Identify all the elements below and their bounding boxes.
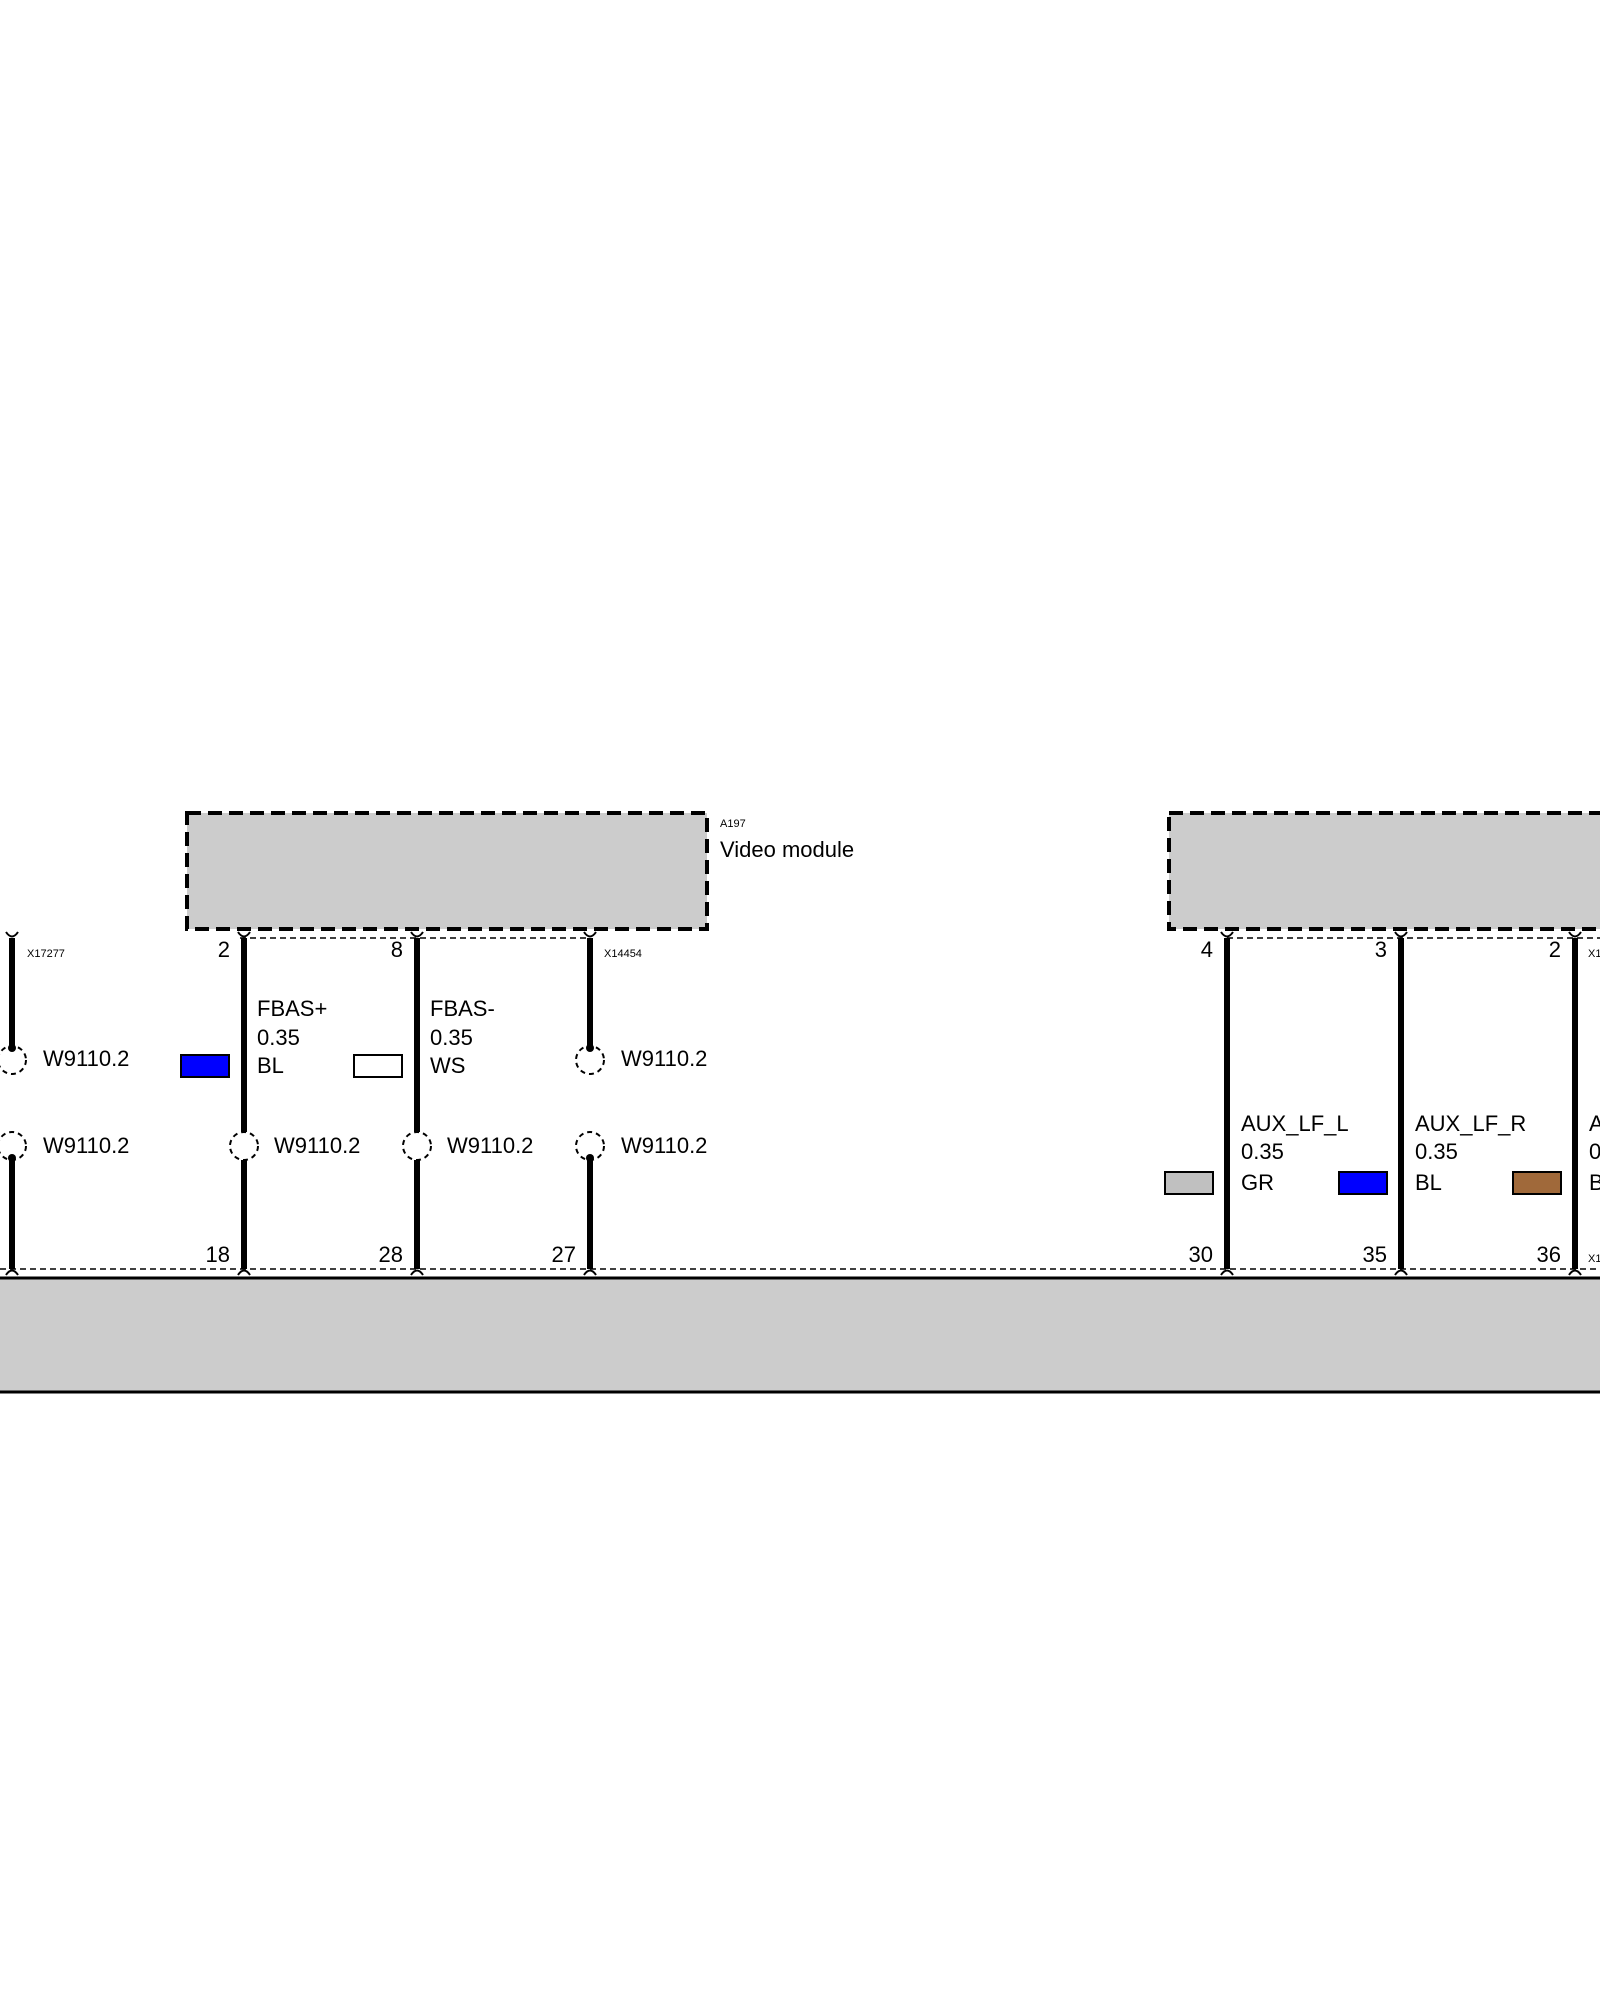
wire-color-code: BL — [1415, 1170, 1442, 1195]
top-pin-label: 2 — [1549, 937, 1561, 962]
wire-color-swatch — [1164, 1171, 1214, 1195]
pin-terminal — [583, 931, 597, 938]
pin-terminal — [583, 1269, 597, 1276]
wire-signal-label: AUX_LF_R — [1415, 1111, 1526, 1136]
wire-color-code: B — [1589, 1170, 1600, 1195]
bottom-pin-label: 28 — [379, 1242, 403, 1267]
video-module-name: Video module — [720, 837, 854, 862]
top-pin-label: 2 — [218, 937, 230, 962]
wire-cross-section: 0.35 — [257, 1025, 300, 1050]
pin-terminal — [410, 1269, 424, 1276]
top-pin-label: 8 — [391, 937, 403, 962]
wire-signal-label: FBAS+ — [257, 996, 327, 1021]
wire-color-code: BL — [257, 1053, 284, 1078]
pin-terminal — [1220, 931, 1234, 938]
splice-label: W9110.2 — [447, 1133, 533, 1158]
connector-left-label: X17277 — [27, 948, 65, 960]
pin-terminal — [5, 1269, 19, 1276]
wire-color-swatch — [353, 1054, 403, 1078]
pin-terminal — [5, 931, 19, 938]
splice-label: W9110.2 — [621, 1046, 707, 1071]
wire-cross-section: 0.35 — [1241, 1139, 1284, 1164]
bottom-pin-label: 35 — [1363, 1242, 1387, 1267]
connector-middle-label: X14454 — [604, 948, 642, 960]
pin-terminal — [1568, 931, 1582, 938]
wire-signal-label: AUX_LF_L — [1241, 1111, 1349, 1136]
wire-color-code: GR — [1241, 1170, 1274, 1195]
pin-terminal — [1394, 1269, 1408, 1276]
splice-dot — [8, 1044, 16, 1052]
pin-terminal — [1568, 1269, 1582, 1276]
pin-terminal — [237, 1269, 251, 1276]
splice-label: W9110.2 — [43, 1133, 129, 1158]
pin-terminal — [410, 931, 424, 938]
pin-terminal — [1220, 1269, 1234, 1276]
wire-color-swatch — [1338, 1171, 1388, 1195]
wire-cross-section: 0.35 — [1415, 1139, 1458, 1164]
top-pin-label: 4 — [1201, 937, 1213, 962]
splice-label: W9110.2 — [43, 1046, 129, 1071]
splice-circle — [229, 1131, 259, 1161]
wire-color-swatch — [180, 1054, 230, 1078]
bottom-pin-label: 27 — [552, 1242, 576, 1267]
pin-terminal — [237, 931, 251, 938]
head-unit-box[interactable] — [0, 1276, 1600, 1394]
splice-label: W9110.2 — [621, 1133, 707, 1158]
audio-module-box[interactable] — [1167, 811, 1600, 931]
video-module-ref: A197 — [720, 818, 746, 830]
connector-right-bottom-label: X1 — [1588, 1253, 1600, 1265]
bottom-pin-label: 36 — [1537, 1242, 1561, 1267]
wire-color-swatch — [1512, 1171, 1562, 1195]
top-pin-label: 3 — [1375, 937, 1387, 962]
wire-color-code: WS — [430, 1053, 465, 1078]
wire-signal-label: FBAS- — [430, 996, 495, 1021]
splice-circle — [402, 1131, 432, 1161]
video-module-box[interactable] — [185, 811, 709, 931]
splice-label: W9110.2 — [274, 1133, 360, 1158]
connector-right-label: X1 — [1588, 948, 1600, 960]
wire-signal-label: A — [1589, 1111, 1600, 1136]
wires-group: W9110.2W9110.2W9110.2W9110.227W9110.2218… — [0, 931, 1600, 1276]
bottom-pin-label: 30 — [1189, 1242, 1213, 1267]
splice-dot — [586, 1044, 594, 1052]
wire-cross-section: 0.35 — [430, 1025, 473, 1050]
bottom-pin-label: 18 — [206, 1242, 230, 1267]
pin-terminal — [1394, 931, 1408, 938]
wire-cross-section: 0 — [1589, 1139, 1600, 1164]
